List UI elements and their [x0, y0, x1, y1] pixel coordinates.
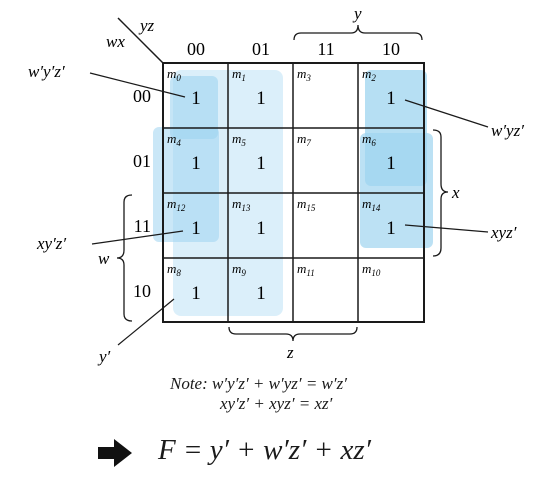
leader-xy-z [91, 230, 184, 245]
callout-xy-z: xy′z′ [36, 234, 66, 253]
cell-value: 1 [256, 218, 266, 239]
corner-diagonal [117, 17, 164, 64]
minterm-label: m4 [167, 131, 181, 148]
brace-label-x: x [451, 183, 460, 202]
cell-values: 1 1 1 1 1 1 1 1 1 1 1 [191, 88, 396, 304]
cell-value: 1 [191, 88, 201, 109]
cell-value: 1 [256, 88, 266, 109]
minterm-label: m15 [297, 196, 316, 213]
row-header: 11 [134, 216, 151, 236]
brace-label-w: w [98, 249, 110, 268]
callout-w-y-z: w′y′z′ [28, 62, 65, 81]
column-headers: 00 01 11 10 [187, 39, 400, 59]
minterm-label: m9 [232, 261, 246, 278]
leader-w-yz [404, 99, 489, 128]
row-header: 10 [133, 281, 151, 301]
brace-w [116, 194, 133, 322]
brace-y [293, 24, 423, 41]
minterm-label: m5 [232, 131, 246, 148]
col-header: 00 [187, 39, 205, 59]
result-row: F = y′ + w′z′ + xz′ [98, 432, 428, 472]
brace-label-y: y [352, 4, 362, 23]
group-x-z-prime-left [153, 127, 219, 242]
callout-w-yz: w′yz′ [491, 121, 524, 140]
minterm-labels: m0 m1 m3 m2 m4 m5 m7 m6 m12 m13 m15 m14 … [167, 66, 381, 278]
callout-labels: w′y′z′ w′yz′ xy′z′ xyz′ y′ [28, 62, 524, 366]
corner-row-vars: wx [106, 32, 125, 51]
col-header: 10 [382, 39, 400, 59]
karnaugh-map: yz wx 00 01 11 10 00 01 11 10 m0 m1 m3 m… [28, 4, 524, 366]
leader-w-y-z [89, 72, 186, 98]
minterm-label: m7 [297, 131, 311, 148]
group-x-z-prime-right [360, 133, 433, 248]
minterm-label: m1 [232, 66, 246, 83]
kmap-grid [162, 62, 425, 323]
result-expression: F = y′ + w′z′ + xz′ [158, 434, 371, 466]
cell-value: 1 [386, 88, 396, 109]
minterm-label: m14 [362, 196, 381, 213]
brace-z [228, 326, 358, 342]
brace-x [432, 129, 449, 257]
note-line-1: Note: w′y′z′ + w′yz′ = w′z′ [170, 374, 347, 393]
leader-y-prime [117, 298, 175, 346]
callout-xyz: xyz′ [490, 223, 517, 242]
brace-label-z: z [286, 343, 294, 362]
cell-value: 1 [256, 283, 266, 304]
row-header: 01 [133, 151, 151, 171]
leader-xyz [404, 224, 489, 233]
minterm-label: m8 [167, 261, 181, 278]
row-headers: 00 01 11 10 [133, 86, 151, 301]
col-header: 11 [317, 39, 334, 59]
braces [116, 24, 449, 342]
callout-lines [89, 72, 489, 346]
cell-value: 1 [386, 153, 396, 174]
note-line-2: xy′z′ + xyz′ = xz′ [220, 394, 333, 413]
right-arrow-icon [98, 439, 132, 467]
minterm-label: m2 [362, 66, 376, 83]
cell-value: 1 [191, 153, 201, 174]
minterm-label: m3 [297, 66, 311, 83]
minterm-label: m11 [297, 261, 315, 278]
group-w-prime-z-prime-left [170, 76, 218, 139]
col-header: 01 [252, 39, 270, 59]
minterm-label: m10 [362, 261, 381, 278]
cell-value: 1 [191, 283, 201, 304]
minterm-label: m0 [167, 66, 181, 83]
minterm-label: m12 [167, 196, 186, 213]
callout-y-prime: y′ [97, 347, 111, 366]
cell-value: 1 [386, 218, 396, 239]
minterm-label: m13 [232, 196, 251, 213]
row-header: 00 [133, 86, 151, 106]
cell-value: 1 [256, 153, 266, 174]
corner-col-vars: yz [138, 16, 155, 35]
cell-value: 1 [191, 218, 201, 239]
minterm-label: m6 [362, 131, 376, 148]
